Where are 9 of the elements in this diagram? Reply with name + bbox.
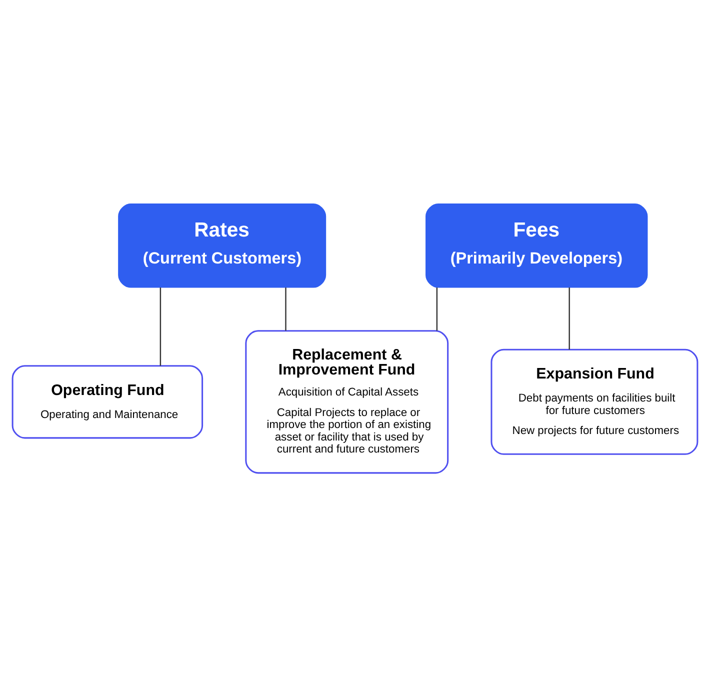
connector (436, 288, 438, 331)
node-box: Operating Fund Operating and Maintenance (12, 365, 204, 439)
node-box: Fees (Primarily Developers) (426, 204, 648, 288)
connector (285, 288, 286, 331)
node-box: Expansion Fund Debt payments on facilities built for future customers New projects for future customers (490, 348, 698, 455)
connector (568, 288, 570, 350)
node-box: Replacement & Improvement Fund Acquisition of Capital Assets Capital Projects to replace or improve the portion of an existing asset or facility that is used by current and future customers (245, 330, 449, 474)
connector (160, 288, 162, 366)
node-box: Rates (Current Customers) (118, 204, 326, 288)
